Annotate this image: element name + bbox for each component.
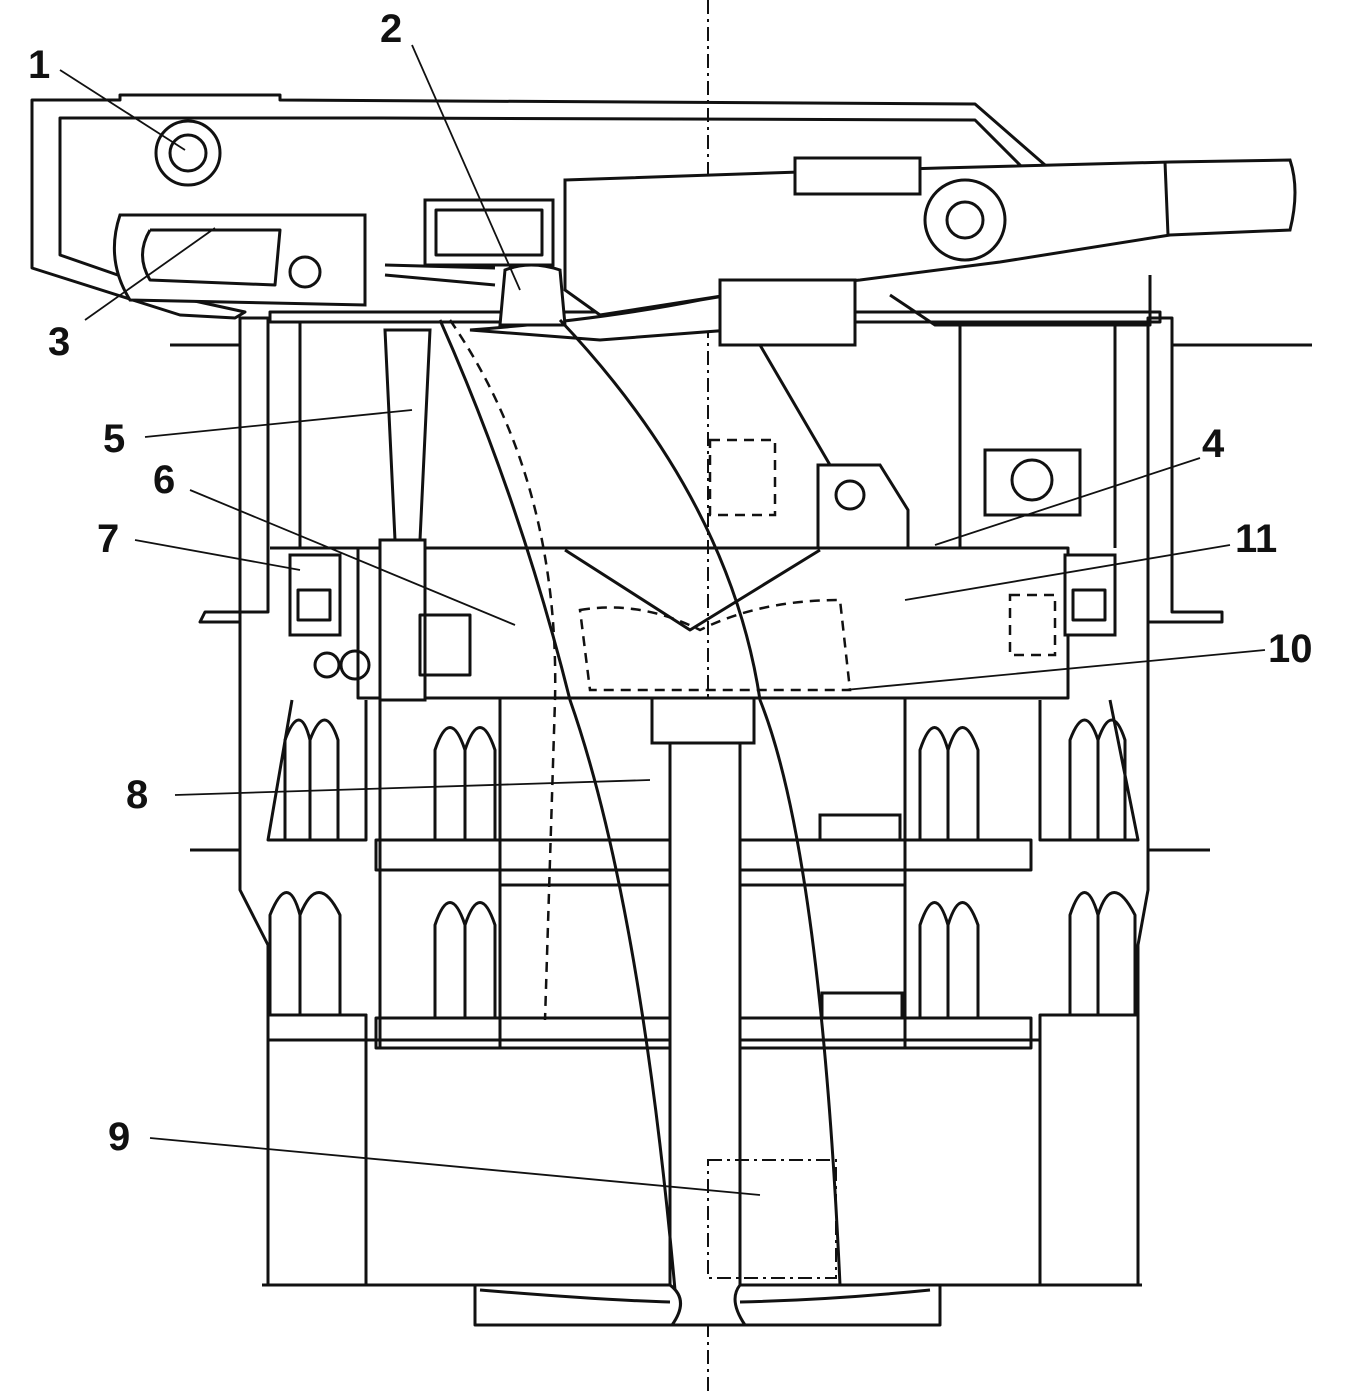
label-9: 9 (108, 1115, 130, 1159)
label-2: 2 (380, 7, 402, 51)
label-1: 1 (28, 43, 50, 87)
label-6: 6 (153, 458, 175, 502)
central-column (479, 696, 931, 1327)
label-3: 3 (48, 320, 70, 364)
label-5: 5 (103, 417, 125, 461)
callout-labels: 1 2 3 4 5 6 7 8 9 10 11 (28, 7, 1313, 1159)
label-11: 11 (1235, 517, 1277, 561)
loading-chute (438, 318, 842, 1291)
leader-lines (59, 44, 1266, 1196)
turret-roof (30, 93, 1047, 320)
ammunition-rounds (268, 718, 1137, 1018)
main-gun (384, 156, 1297, 550)
label-8: 8 (126, 773, 148, 817)
label-7: 7 (97, 517, 119, 561)
label-10: 10 (1268, 627, 1313, 671)
label-4: 4 (1202, 422, 1225, 466)
components (112, 119, 1117, 1020)
